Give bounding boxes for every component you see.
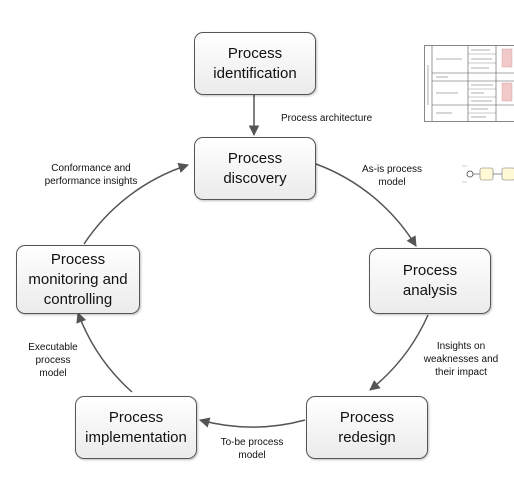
node-process-identification: Process identification [194, 32, 316, 95]
node-process-redesign: Process redesign [306, 396, 428, 459]
architecture-table-graphic [424, 45, 514, 122]
edge-label-to-be-model: To-be process model [220, 437, 284, 461]
arrow-monitoring-to-discovery [83, 162, 189, 245]
process-architecture-thumbnail [424, 45, 514, 123]
node-label: Process implementation [85, 408, 187, 446]
node-process-monitoring: Process monitoring and controlling [16, 245, 140, 314]
node-label: Process redesign [338, 408, 396, 446]
node-process-analysis: Process analysis [369, 248, 491, 314]
arrow-redesign-to-implementation [198, 417, 306, 428]
node-label: Process monitoring and controlling [28, 250, 128, 308]
as-is-model-thumbnail [462, 160, 514, 190]
edge-label-executable-model: Executable process model [28, 342, 78, 379]
edge-label-insights: Insights on weaknesses and their impact [423, 341, 499, 378]
edge-label-conformance: Conformance and performance insights [44, 163, 138, 187]
arrow-analysis-to-redesign [369, 314, 429, 391]
edge-label-as-is-model: As-is process model [361, 164, 422, 188]
node-label: Process discovery [223, 149, 287, 187]
arrow-discovery-to-analysis [315, 163, 417, 247]
node-label: Process identification [213, 44, 297, 82]
node-process-discovery: Process discovery [194, 137, 316, 200]
edge-label-process-architecture: Process architecture [281, 113, 373, 124]
arrow-implementation-to-monitoring [76, 312, 133, 393]
node-label: Process analysis [402, 262, 458, 299]
node-process-implementation: Process implementation [75, 396, 197, 459]
bpmn-fragment-graphic [462, 165, 514, 183]
